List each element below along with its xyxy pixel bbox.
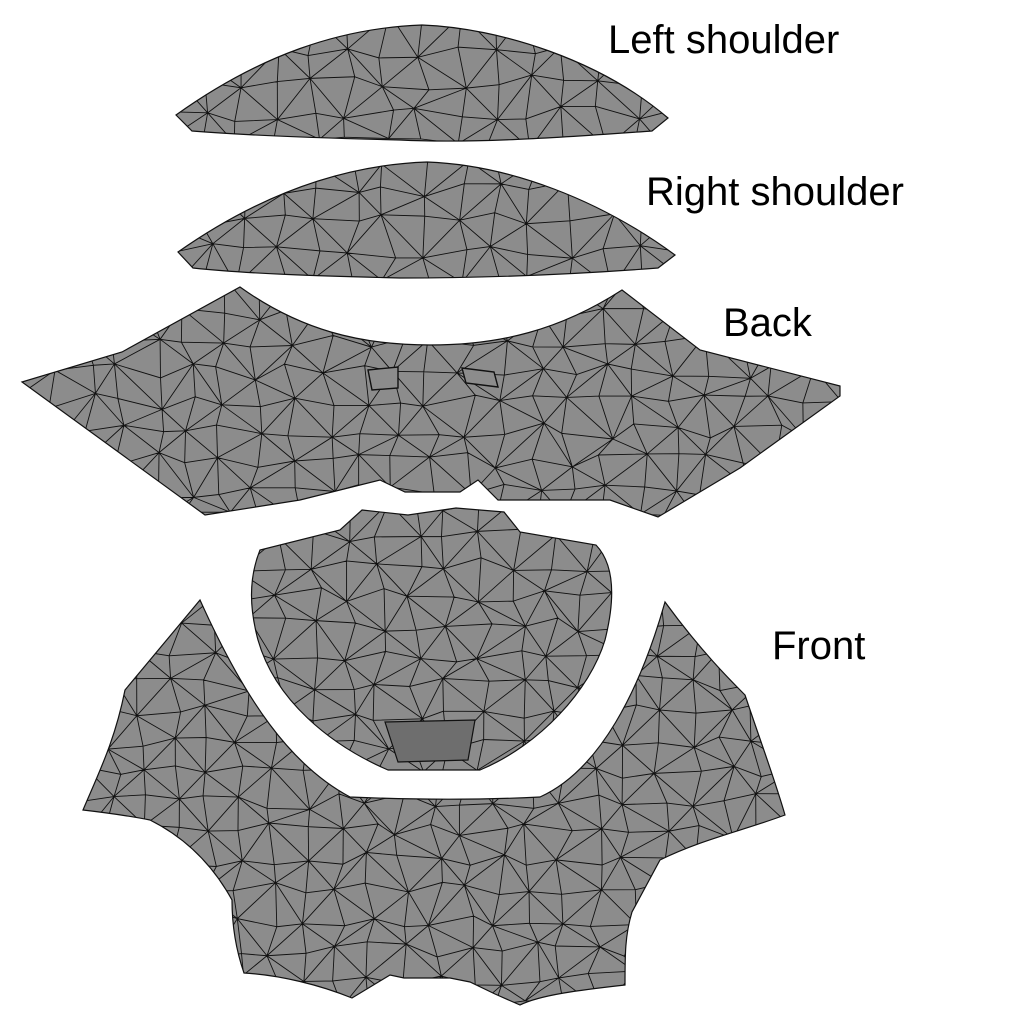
label-left-shoulder: Left shoulder bbox=[608, 18, 840, 62]
back-panel bbox=[21, 286, 841, 518]
neck-opening bbox=[384, 719, 476, 763]
label-back: Back bbox=[723, 301, 812, 345]
label-front: Front bbox=[772, 624, 866, 668]
dart-left bbox=[367, 366, 399, 391]
dart-right bbox=[461, 367, 499, 388]
label-right-shoulder: Right shoulder bbox=[646, 170, 904, 214]
